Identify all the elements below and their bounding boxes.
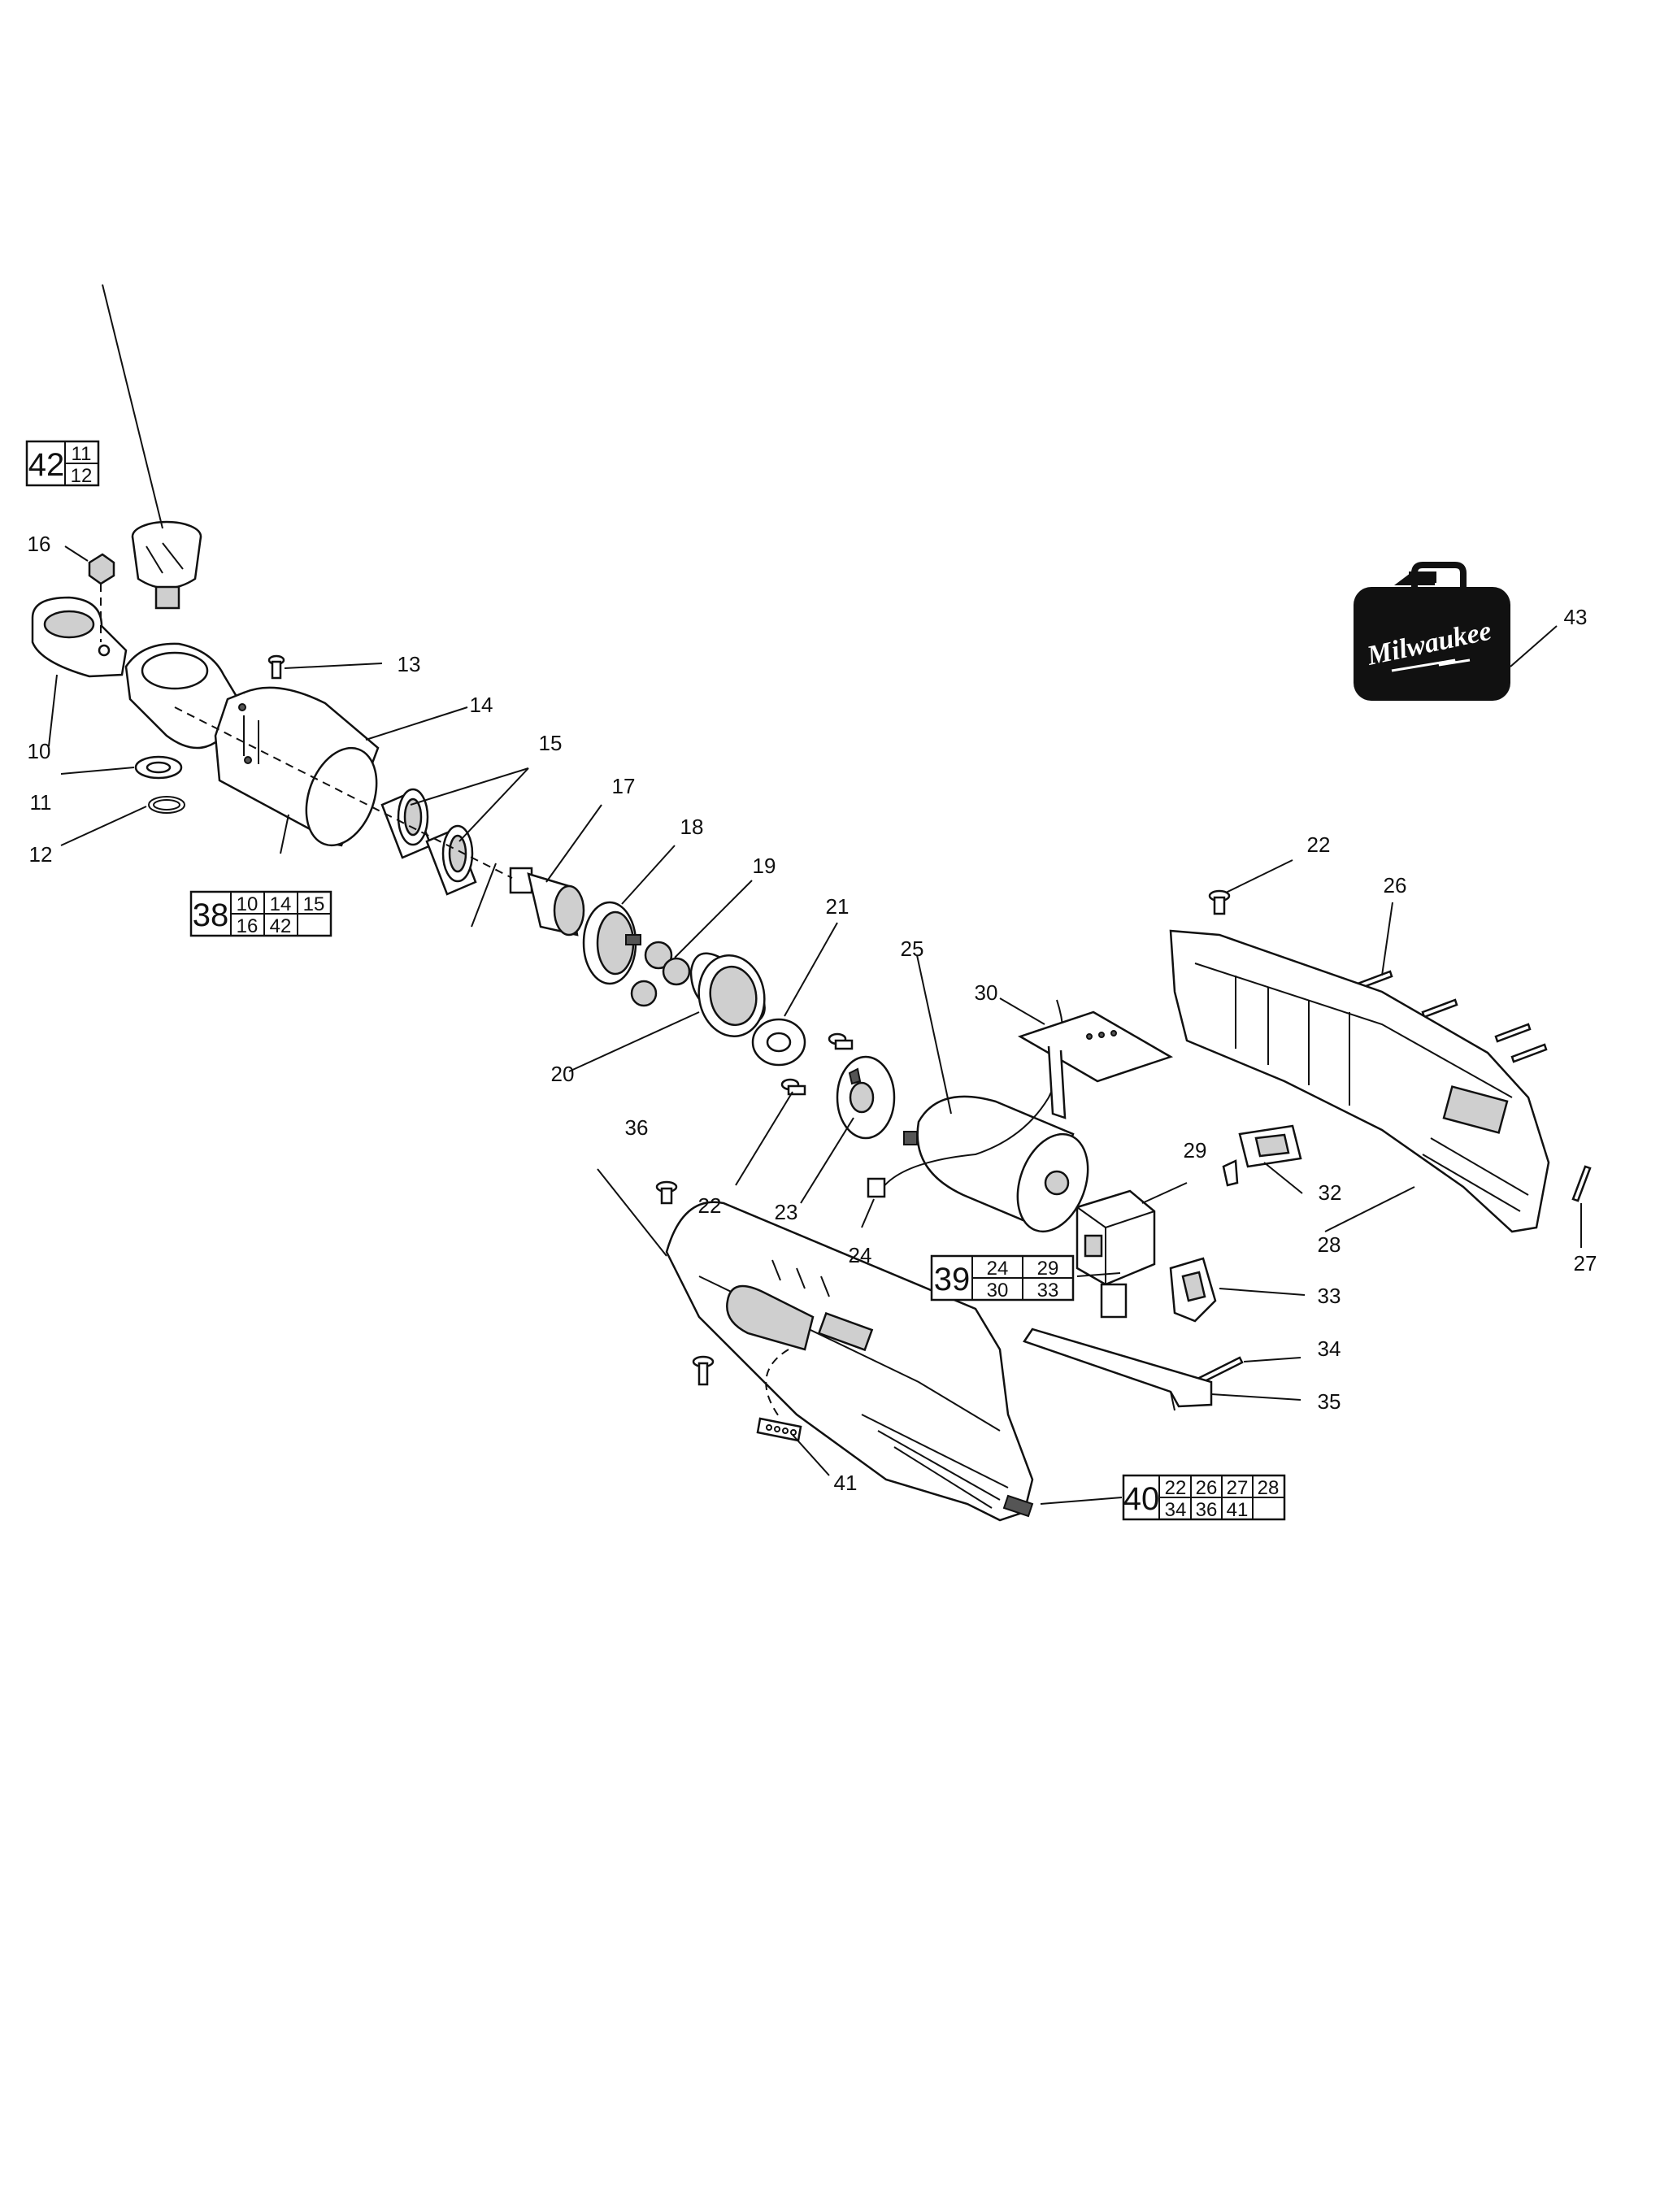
leader-lines bbox=[48, 284, 1582, 1505]
callout-29: 29 bbox=[1184, 1138, 1207, 1162]
kit-38-part-3: 15 bbox=[303, 893, 325, 915]
part-27-screw bbox=[1571, 1165, 1592, 1202]
callout-36: 36 bbox=[625, 1115, 649, 1140]
kit-40-part-5: 34 bbox=[1165, 1499, 1187, 1521]
callout-19: 19 bbox=[753, 854, 776, 878]
callout-14: 14 bbox=[470, 693, 493, 717]
part-20-ring-gear bbox=[689, 952, 766, 1037]
part-23-motor-plate bbox=[836, 1055, 896, 1140]
callout-28: 28 bbox=[1318, 1232, 1341, 1257]
kit-38-number: 38 bbox=[193, 897, 229, 933]
part-32-holder bbox=[1238, 1124, 1302, 1168]
kit-40-part-2: 26 bbox=[1196, 1477, 1218, 1499]
callout-15: 15 bbox=[539, 731, 563, 755]
callout-21: 21 bbox=[826, 894, 850, 919]
kit-39-part-1: 24 bbox=[987, 1258, 1009, 1280]
callout-labels: 16 13 14 15 10 11 12 17 18 19 21 20 22 2… bbox=[28, 532, 1597, 1495]
callout-30: 30 bbox=[975, 980, 998, 1005]
kit-39-number: 39 bbox=[934, 1262, 971, 1297]
part-28-housing-right bbox=[1169, 929, 1550, 1233]
part-35-plate bbox=[1023, 1328, 1213, 1411]
kit-42-number: 42 bbox=[28, 447, 65, 483]
kit-box-39: 39 24 29 30 33 bbox=[930, 1254, 1075, 1302]
kit-38-part-4: 16 bbox=[237, 915, 259, 937]
part-10-yoke bbox=[31, 596, 128, 678]
kit-39-part-3: 30 bbox=[987, 1280, 1009, 1302]
part-22-screws-left bbox=[780, 1032, 854, 1096]
kit-42-part-2: 12 bbox=[71, 465, 93, 487]
callout-22-left: 22 bbox=[698, 1193, 722, 1218]
part-12-retaining-ring bbox=[148, 796, 185, 814]
part-11-washer bbox=[134, 755, 183, 780]
part-29-switch bbox=[1076, 1189, 1156, 1319]
callout-25: 25 bbox=[901, 937, 924, 961]
callout-27: 27 bbox=[1574, 1251, 1597, 1275]
kit-box-42: 42 11 12 bbox=[25, 440, 100, 487]
callout-26: 26 bbox=[1384, 873, 1407, 897]
part-42-anvil bbox=[131, 520, 202, 610]
part-43-carry-case: Milwaukee bbox=[1354, 562, 1510, 701]
callout-18: 18 bbox=[680, 815, 704, 839]
callout-32: 32 bbox=[1319, 1180, 1342, 1205]
kit-42-part-1: 11 bbox=[72, 443, 92, 465]
part-15-bearing-a bbox=[380, 788, 432, 859]
part-33-bracket bbox=[1169, 1257, 1217, 1323]
callout-23: 23 bbox=[775, 1200, 798, 1224]
callout-35: 35 bbox=[1318, 1389, 1341, 1414]
part-30-circuit-board bbox=[1017, 1010, 1174, 1119]
callout-33: 33 bbox=[1318, 1284, 1341, 1308]
kit-40-part-3: 27 bbox=[1227, 1477, 1249, 1499]
part-22-screw-housing bbox=[1222, 1159, 1239, 1187]
part-22-screws-lower bbox=[655, 1180, 715, 1386]
callout-20: 20 bbox=[551, 1062, 575, 1086]
callout-24: 24 bbox=[849, 1243, 872, 1267]
callout-34: 34 bbox=[1318, 1336, 1341, 1361]
kit-40-number: 40 bbox=[1123, 1481, 1160, 1517]
part-18-carrier bbox=[582, 901, 641, 985]
part-36-housing-left bbox=[665, 1201, 1034, 1522]
callout-16: 16 bbox=[28, 532, 51, 556]
part-17-shaft bbox=[509, 867, 585, 937]
part-25-motor bbox=[903, 1095, 1089, 1233]
kit-39-part-4: 33 bbox=[1037, 1280, 1059, 1302]
kit-38-part-1: 10 bbox=[237, 893, 259, 915]
part-15-bearing-b bbox=[425, 824, 477, 896]
part-19-planet-gears bbox=[630, 941, 691, 1007]
callout-13: 13 bbox=[398, 652, 421, 676]
part-16-nut bbox=[88, 553, 115, 585]
part-22-screw-right bbox=[1208, 889, 1231, 915]
part-21-washer bbox=[751, 1018, 806, 1067]
callout-43: 43 bbox=[1564, 605, 1588, 629]
kit-box-38: 38 10 14 15 16 42 bbox=[189, 890, 332, 937]
part-14-head-housing bbox=[124, 642, 380, 847]
kit-39-part-2: 29 bbox=[1037, 1258, 1059, 1280]
callout-12: 12 bbox=[29, 842, 53, 867]
kit-40-part-6: 36 bbox=[1196, 1499, 1218, 1521]
callout-41: 41 bbox=[834, 1471, 858, 1495]
kit-38-part-2: 14 bbox=[270, 893, 292, 915]
kit-40-part-7: 41 bbox=[1227, 1499, 1249, 1521]
kit-40-part-1: 22 bbox=[1165, 1477, 1187, 1499]
callout-10: 10 bbox=[28, 739, 51, 763]
part-13-screw bbox=[267, 654, 285, 680]
kit-38-part-5: 42 bbox=[270, 915, 292, 937]
kit-box-40: 40 22 26 27 28 34 36 41 bbox=[1122, 1474, 1286, 1521]
callout-17: 17 bbox=[612, 774, 636, 798]
callout-22-right: 22 bbox=[1307, 832, 1331, 857]
kit-40-part-4: 28 bbox=[1258, 1477, 1280, 1499]
callout-11: 11 bbox=[30, 790, 52, 815]
